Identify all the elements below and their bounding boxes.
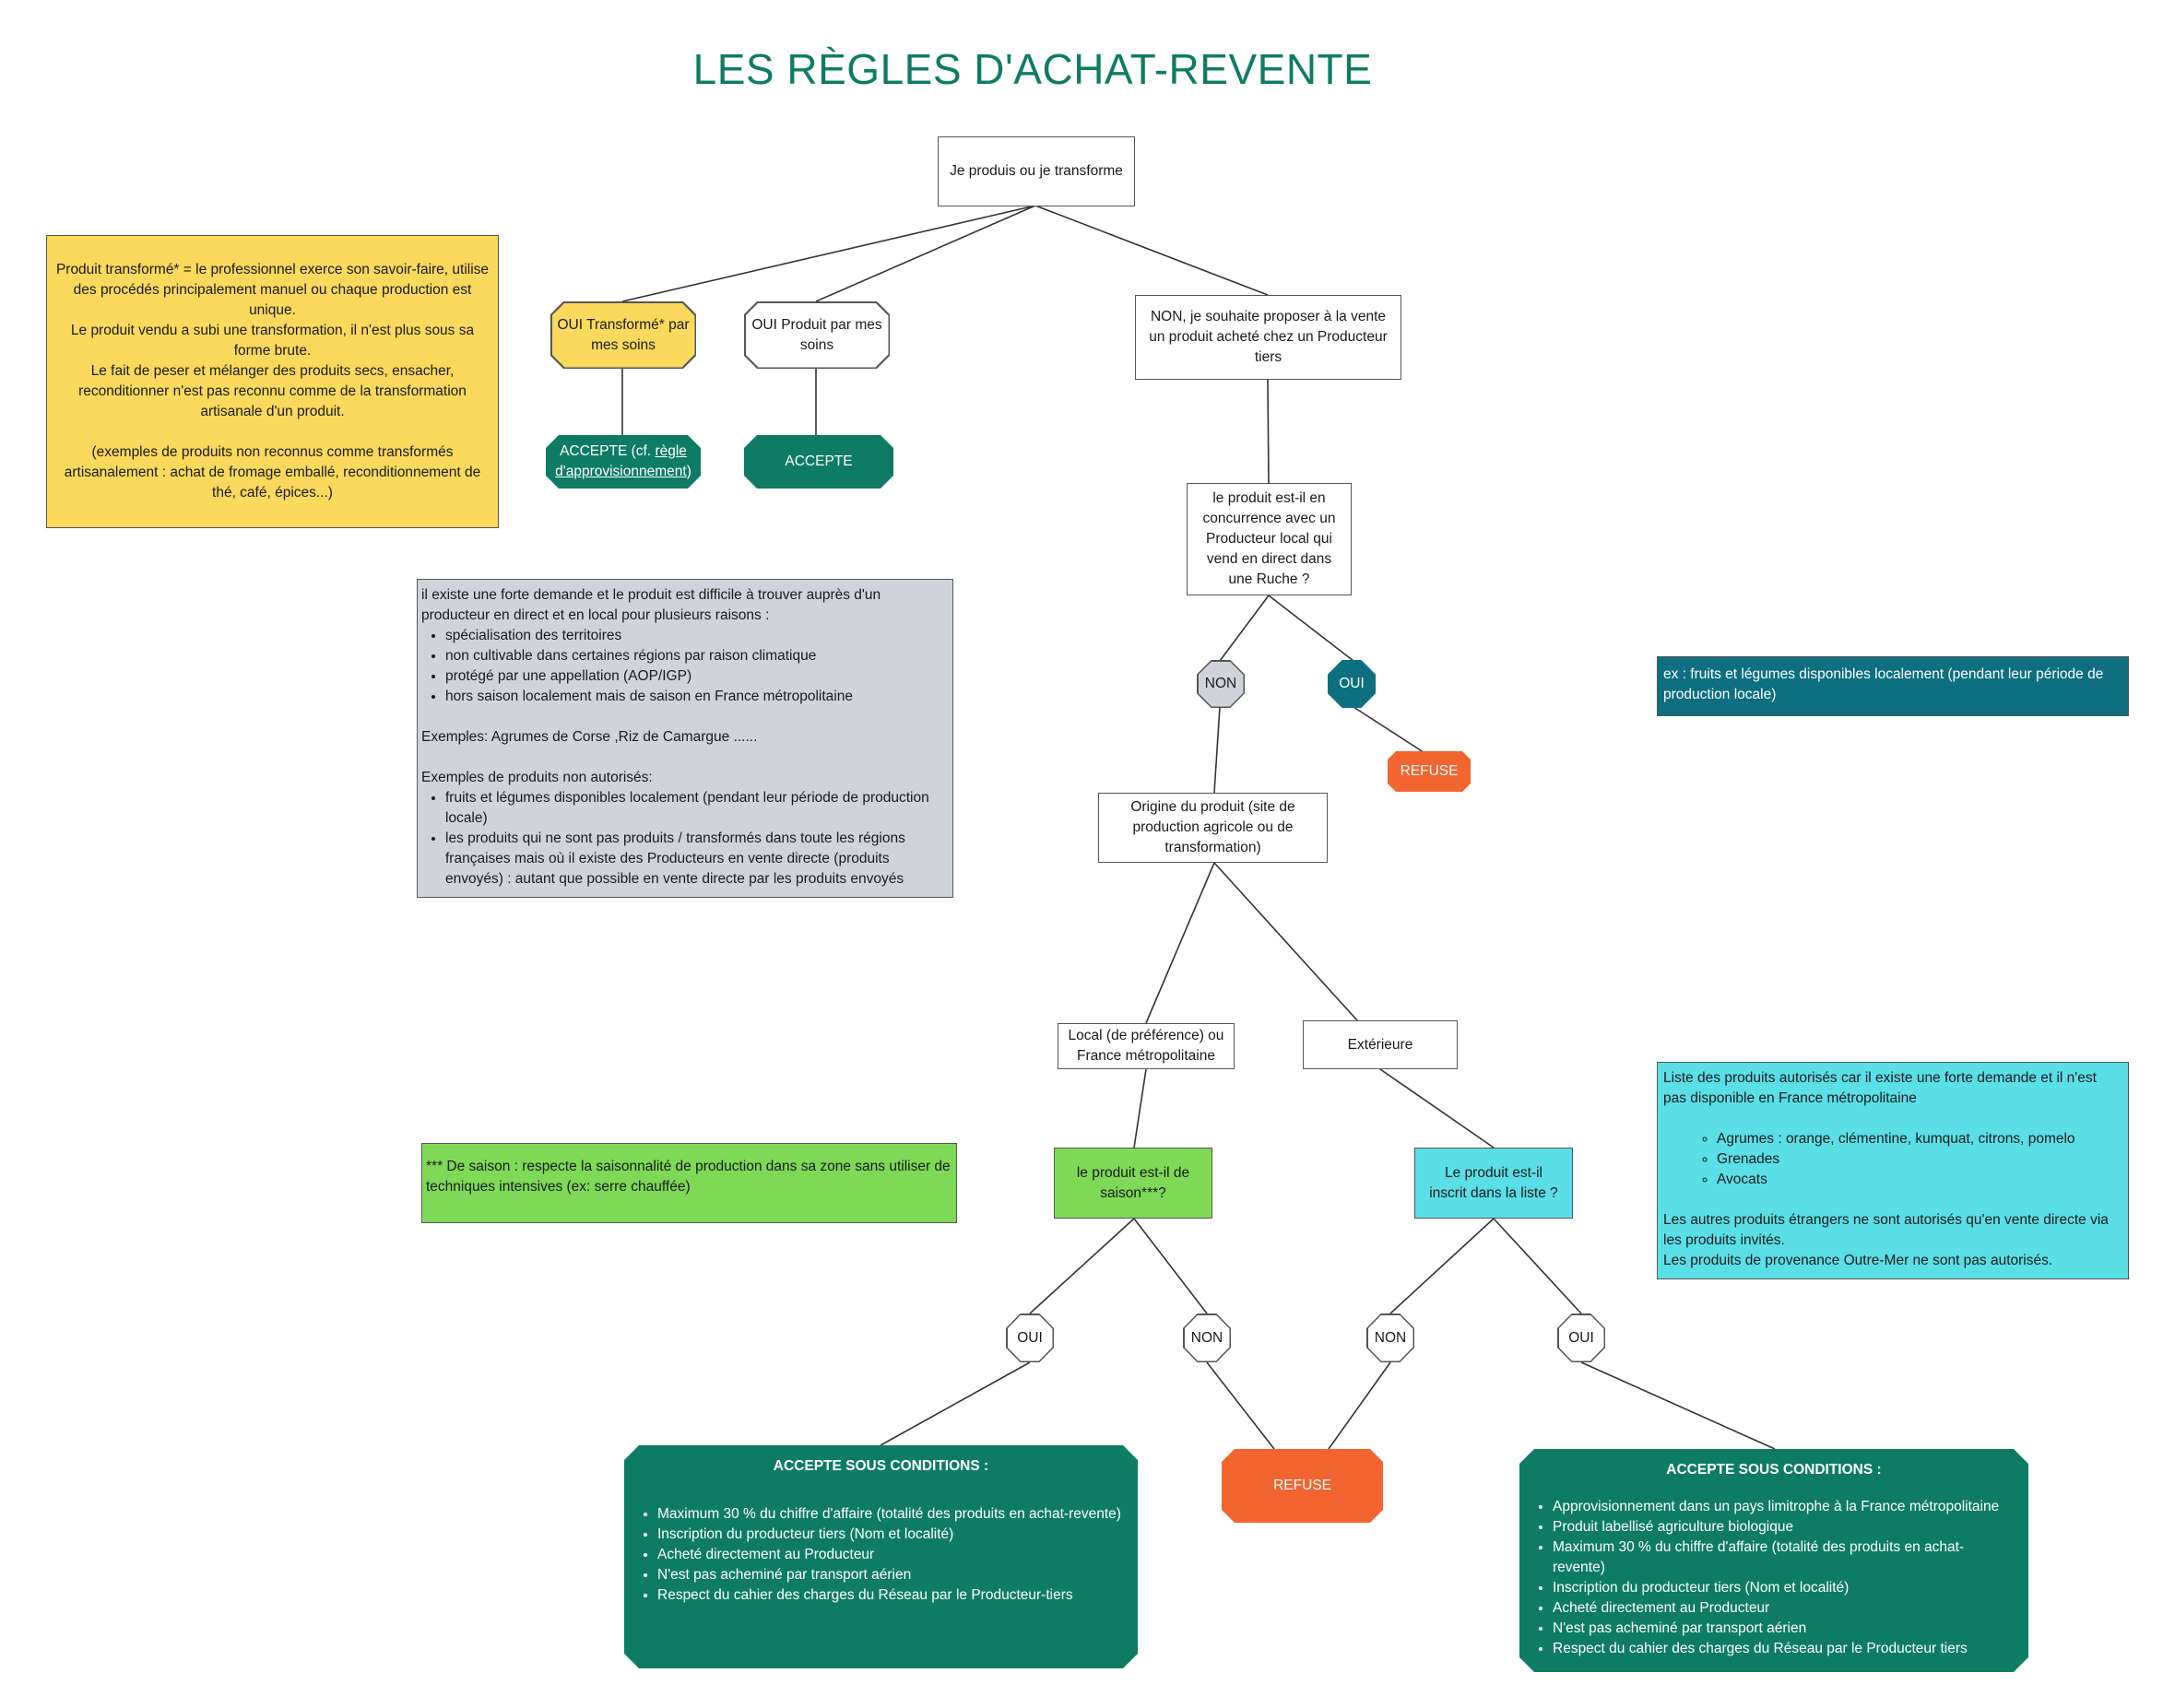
note-produit-transforme: Produit transformé* = le professionnel e…: [46, 235, 499, 528]
note-line: Le produit vendu a subi une transformati…: [70, 323, 475, 359]
note-forte-demande: il existe une forte demande et le produi…: [417, 579, 953, 898]
condition-item: Maximum 30 % du chiffre d'affaire (total…: [657, 1504, 1125, 1525]
demande-intro: il existe une forte demande et le produi…: [421, 587, 881, 623]
local-france-box: Local (de préférence) ou France métropol…: [1058, 1023, 1235, 1069]
liste-intro: Liste des produits autorisés car il exis…: [1663, 1070, 2097, 1106]
condition-item: Respect du cahier des charges du Réseau …: [1553, 1639, 2015, 1659]
oui-node-3: OUI: [1557, 1313, 1605, 1362]
accepte-regle-label: ACCEPTE (cf. règle d'approvisionnement): [553, 442, 693, 482]
demande-not-allowed: fruits et légumes disponibles localement…: [421, 788, 949, 889]
conditions-title-left: ACCEPTE SOUS CONDITIONS :: [773, 1458, 989, 1474]
note-ex-fruits: ex : fruits et légumes disponibles local…: [1657, 656, 2129, 716]
condition-item: Acheté directement au Producteur: [657, 1545, 1125, 1565]
accepte-prefix: ACCEPTE (cf.: [560, 443, 656, 459]
non-label-2: NON: [1184, 1314, 1230, 1361]
non-node-2: NON: [1183, 1313, 1231, 1362]
refuse-node-1: REFUSE: [1388, 751, 1471, 792]
accepte-node: ACCEPTE: [744, 435, 893, 489]
liste-item: Avocats: [1717, 1170, 2122, 1190]
condition-item: Produit labellisé agriculture biologique: [1553, 1517, 2015, 1537]
condition-item: Inscription du producteur tiers (Nom et …: [1553, 1578, 2015, 1598]
not-allowed-item: les produits qui ne sont pas produits / …: [445, 829, 949, 889]
condition-item: N'est pas acheminé par transport aérien: [657, 1565, 1125, 1585]
oui-produit-label: OUI Produit par mes soins: [746, 303, 889, 368]
condition-item: Maximum 30 % du chiffre d'affaire (total…: [1553, 1537, 2015, 1578]
origine-question-box: Origine du produit (site de production a…: [1098, 793, 1328, 863]
condition-item: Respect du cahier des charges du Réseau …: [657, 1585, 1125, 1606]
reason-item: spécialisation des territoires: [445, 626, 949, 646]
liste-item: Grenades: [1717, 1149, 2122, 1170]
non-node-1: NON: [1197, 660, 1245, 708]
demande-not-allowed-title: Exemples de produits non autorisés:: [421, 770, 653, 785]
regle-approvisionnement-link[interactable]: règle d'approvisionnement: [555, 443, 687, 479]
oui-node-1: OUI: [1328, 660, 1376, 708]
conditions-list-left: Maximum 30 % du chiffre d'affaire (total…: [637, 1504, 1125, 1606]
oui-produit-node: OUI Produit par mes soins: [744, 301, 890, 369]
reason-item: non cultivable dans certaines régions pa…: [445, 646, 949, 666]
reason-item: hors saison localement mais de saison en…: [445, 687, 949, 707]
demande-examples: Exemples: Agrumes de Corse ,Riz de Camar…: [421, 729, 758, 745]
accepte-conditions-right: ACCEPTE SOUS CONDITIONS : Approvisionnem…: [1519, 1449, 2028, 1672]
condition-item: Acheté directement au Producteur: [1553, 1598, 2015, 1619]
oui-transforme-node: OUI Transformé* par mes soins: [550, 301, 696, 369]
demande-reasons: spécialisation des territoires non culti…: [421, 626, 949, 707]
accepte-suffix: ): [686, 464, 691, 479]
non-label-1: NON: [1198, 661, 1244, 707]
non-producteur-tiers-box: NON, je souhaite proposer à la vente un …: [1135, 295, 1401, 380]
conditions-list-right: Approvisionnement dans un pays limitroph…: [1532, 1497, 2015, 1659]
inscrit-question-box: Le produit est-il inscrit dans la liste …: [1414, 1148, 1573, 1219]
liste-outro-1: Les autres produits étrangers ne sont au…: [1663, 1212, 2109, 1248]
note-de-saison: *** De saison : respecte la saisonnalité…: [421, 1143, 957, 1223]
note-line: (exemples de produits non reconnus comme…: [64, 444, 481, 501]
accepte-regle-node: ACCEPTE (cf. règle d'approvisionnement): [546, 435, 701, 489]
note-liste-autorises: Liste des produits autorisés car il exis…: [1657, 1062, 2129, 1279]
conditions-title-right: ACCEPTE SOUS CONDITIONS :: [1666, 1462, 1882, 1478]
condition-item: Inscription du producteur tiers (Nom et …: [657, 1525, 1125, 1545]
condition-item: N'est pas acheminé par transport aérien: [1553, 1619, 2015, 1639]
note-line: Produit transformé* = le professionnel e…: [55, 262, 490, 318]
reason-item: protégé par une appellation (AOP/IGP): [445, 666, 949, 687]
condition-item: Approvisionnement dans un pays limitroph…: [1553, 1497, 2015, 1517]
liste-outro-2: Les produits de provenance Outre-Mer ne …: [1663, 1253, 2053, 1268]
refuse-node-2: REFUSE: [1222, 1449, 1383, 1523]
oui-transforme-label: OUI Transformé* par mes soins: [552, 303, 695, 368]
root-question-box: Je produis ou je transforme: [938, 136, 1135, 206]
oui-node-2: OUI: [1006, 1313, 1054, 1362]
note-line: Le fait de peser et mélanger des produit…: [78, 363, 467, 419]
saison-question-box: le produit est-il de saison***?: [1054, 1148, 1212, 1219]
not-allowed-item: fruits et légumes disponibles localement…: [445, 788, 949, 829]
non-label-3: NON: [1367, 1314, 1413, 1361]
concurrence-question-box: le produit est-il en concurrence avec un…: [1187, 483, 1352, 595]
non-node-3: NON: [1366, 1313, 1414, 1362]
oui-label-2: OUI: [1007, 1314, 1053, 1361]
exterieure-box: Extérieure: [1303, 1020, 1458, 1069]
liste-items: Agrumes : orange, clémentine, kumquat, c…: [1663, 1129, 2122, 1190]
liste-item: Agrumes : orange, clémentine, kumquat, c…: [1717, 1129, 2122, 1149]
accepte-conditions-left: ACCEPTE SOUS CONDITIONS : Maximum 30 % d…: [624, 1445, 1138, 1668]
oui-label-3: OUI: [1558, 1314, 1604, 1361]
page-title: LES RÈGLES D'ACHAT-REVENTE: [692, 45, 1373, 93]
